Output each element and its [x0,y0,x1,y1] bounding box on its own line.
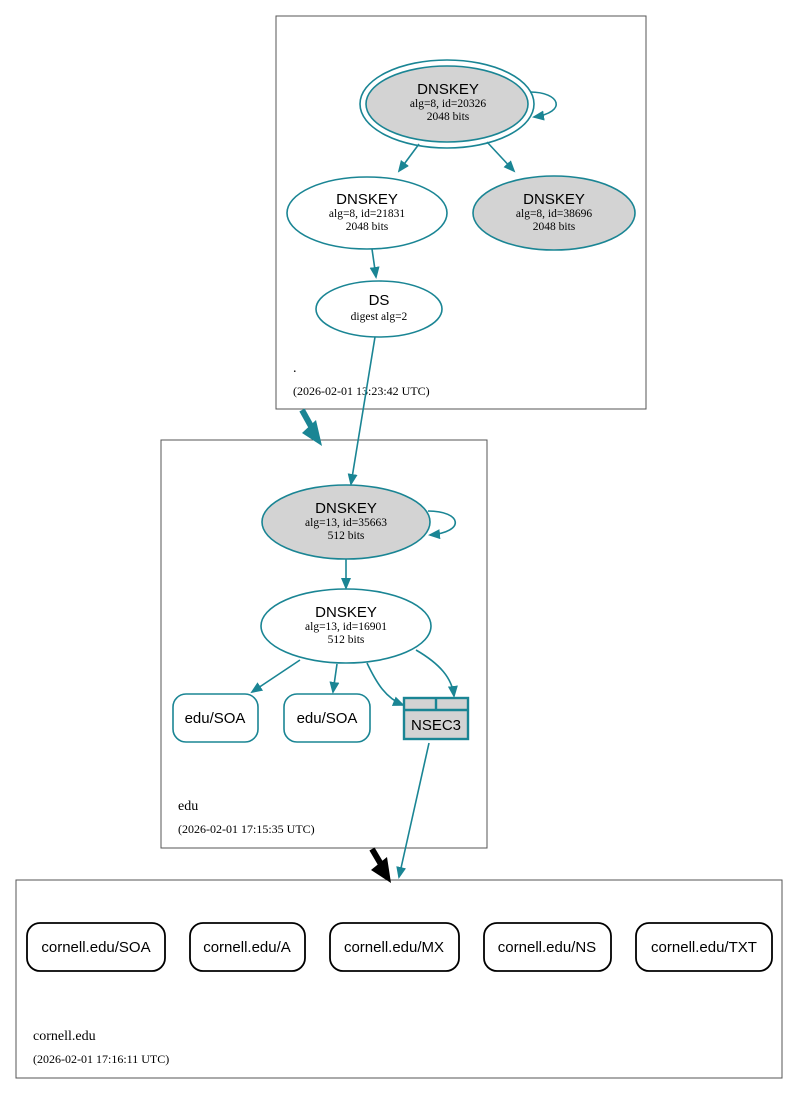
zone-cornell: cornell.edu (2026-02-01 17:16:11 UTC) co… [15,879,783,1079]
edu-zsk-bits: 512 bits [328,634,365,646]
edge-root-ds-to-edu-ksk [347,336,376,486]
edu-ksk-bits: 512 bits [328,530,365,542]
delegation-edu-to-cornell [369,847,391,883]
cornell-record-a[interactable]: cornell.edu/A [189,922,306,972]
root-ds-node[interactable]: DS digest alg=2 [315,280,443,338]
delegation-root-to-edu [299,408,322,446]
root-zsk-bits: 2048 bits [346,221,389,233]
root-key3-bits: 2048 bits [533,221,576,233]
edu-zsk-node[interactable]: DNSKEY alg=13, id=16901 512 bits [260,588,432,664]
cornell-record-ns[interactable]: cornell.edu/NS [483,922,612,972]
edge-edu-zsk-to-soa1 [250,659,301,694]
root-ksk-title: DNSKEY [417,81,479,98]
root-zsk-title: DNSKEY [336,191,398,208]
zone-cornell-timestamp: (2026-02-01 17:16:11 UTC) [33,1052,169,1066]
edu-soa-1-label: edu/SOA [185,710,246,727]
cornell-record-soa[interactable]: cornell.edu/SOA [26,922,166,972]
root-ds-title: DS [369,292,390,309]
cornell-record-mx[interactable]: cornell.edu/MX [329,922,460,972]
edu-nsec3-label: NSEC3 [411,717,461,734]
cornell-record-a-label: cornell.edu/A [203,939,291,956]
edu-soa-2-label: edu/SOA [297,710,358,727]
cornell-record-mx-label: cornell.edu/MX [344,939,444,956]
root-ksk-bits: 2048 bits [427,111,470,123]
cornell-record-txt[interactable]: cornell.edu/TXT [635,922,773,972]
cornell-record-soa-label: cornell.edu/SOA [41,939,150,956]
zone-edu: edu (2026-02-01 17:15:35 UTC) DNSKEY alg… [160,439,488,849]
zone-cornell-name: cornell.edu [33,1029,96,1044]
edge-nsec3-to-cornell [396,742,430,879]
root-zsk-alg: alg=8, id=21831 [329,208,405,220]
edu-zsk-alg: alg=13, id=16901 [305,621,387,633]
zone-edu-name: edu [178,799,198,814]
root-ds-digest: digest alg=2 [351,311,408,323]
zone-root: . (2026-02-01 13:23:42 UTC) DNSKEY alg=8… [275,15,647,410]
root-ksk-node[interactable]: DNSKEY alg=8, id=20326 2048 bits [359,59,535,149]
edu-ksk-alg: alg=13, id=35663 [305,517,387,529]
root-key3-alg: alg=8, id=38696 [516,208,592,220]
root-key3-title: DNSKEY [523,191,585,208]
edu-ksk-title: DNSKEY [315,500,377,517]
zone-edu-timestamp: (2026-02-01 17:15:35 UTC) [178,822,315,836]
edu-nsec3-node[interactable]: NSEC3 [402,696,470,741]
edu-ksk-self-edge [427,510,457,540]
zone-cornell-box [15,879,783,1079]
edge-root-ksk-to-zsk [397,143,420,173]
edge-edu-zsk-to-nsec3-a [366,662,405,706]
edge-edu-zsk-to-nsec3-b [415,649,458,698]
edu-zsk-title: DNSKEY [315,604,377,621]
root-ksk-self-edge [529,91,557,121]
root-key3-node[interactable]: DNSKEY alg=8, id=38696 2048 bits [472,175,636,251]
edge-root-ksk-to-key3 [486,141,516,173]
root-ksk-alg: alg=8, id=20326 [410,98,486,110]
edu-ksk-node[interactable]: DNSKEY alg=13, id=35663 512 bits [261,484,431,560]
cornell-record-ns-label: cornell.edu/NS [498,939,596,956]
zone-root-name: . [293,361,297,376]
zone-root-timestamp: (2026-02-01 13:23:42 UTC) [293,384,430,398]
edge-edu-zsk-to-soa2 [329,663,340,694]
edu-soa-2-node[interactable]: edu/SOA [283,693,371,743]
cornell-record-txt-label: cornell.edu/TXT [651,939,757,956]
edu-soa-1-node[interactable]: edu/SOA [172,693,259,743]
edge-root-zsk-to-ds [369,248,380,279]
root-zsk-node[interactable]: DNSKEY alg=8, id=21831 2048 bits [286,176,448,250]
